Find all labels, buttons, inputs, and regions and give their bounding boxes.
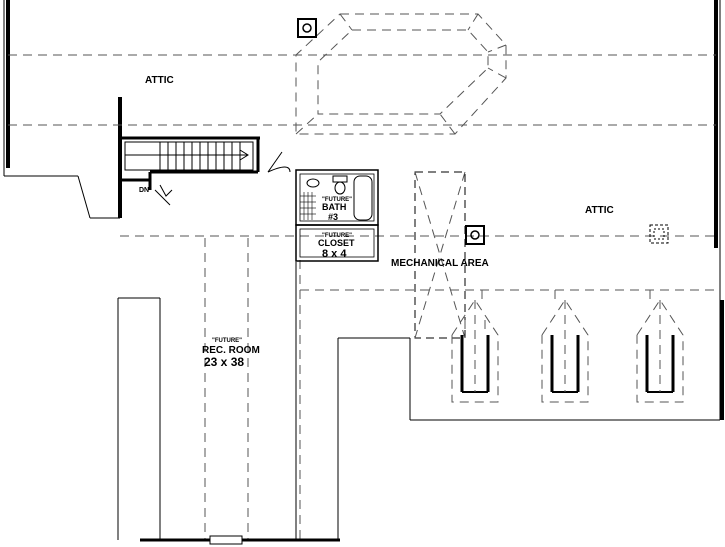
mechanical-box [414,171,466,339]
attic-label-left: ATTIC [145,75,174,86]
vent-3 [649,224,669,244]
dormer-1 [451,299,499,403]
octagon-dormer [295,13,507,135]
staircase [124,141,254,171]
closet-name-label: CLOSET [318,238,355,248]
vent-2 [465,225,485,245]
bath-future-label: "FUTURE" [322,197,352,203]
tile-pattern [300,192,316,220]
bath-number-label: #3 [328,212,338,222]
bath-name-label: BATH [322,202,346,212]
rec-room-name-label: REC. ROOM [202,345,260,356]
closet-size-label: 8 x 4 [322,248,347,260]
roof-dashed-lines [8,54,720,540]
rec-room-future-label: "FUTURE" [212,338,242,344]
attic-label-right: ATTIC [585,205,614,216]
closet-future-label: "FUTURE" [322,233,352,239]
dn-label: DN [139,187,149,194]
dormer-bays [481,290,651,300]
roof-outline [3,0,721,540]
closet-room [295,224,379,262]
door-swing [267,151,291,173]
rec-room-size-label: 23 x 38 [204,355,244,369]
rec-room-walls [117,262,340,545]
mechanical-area-label: MECHANICAL AREA [391,258,489,269]
dormer-3 [636,299,684,403]
heavy-walls [6,0,724,420]
dormer-2 [541,299,589,403]
vent-1 [297,18,317,38]
down-arrow-icon [154,184,173,206]
